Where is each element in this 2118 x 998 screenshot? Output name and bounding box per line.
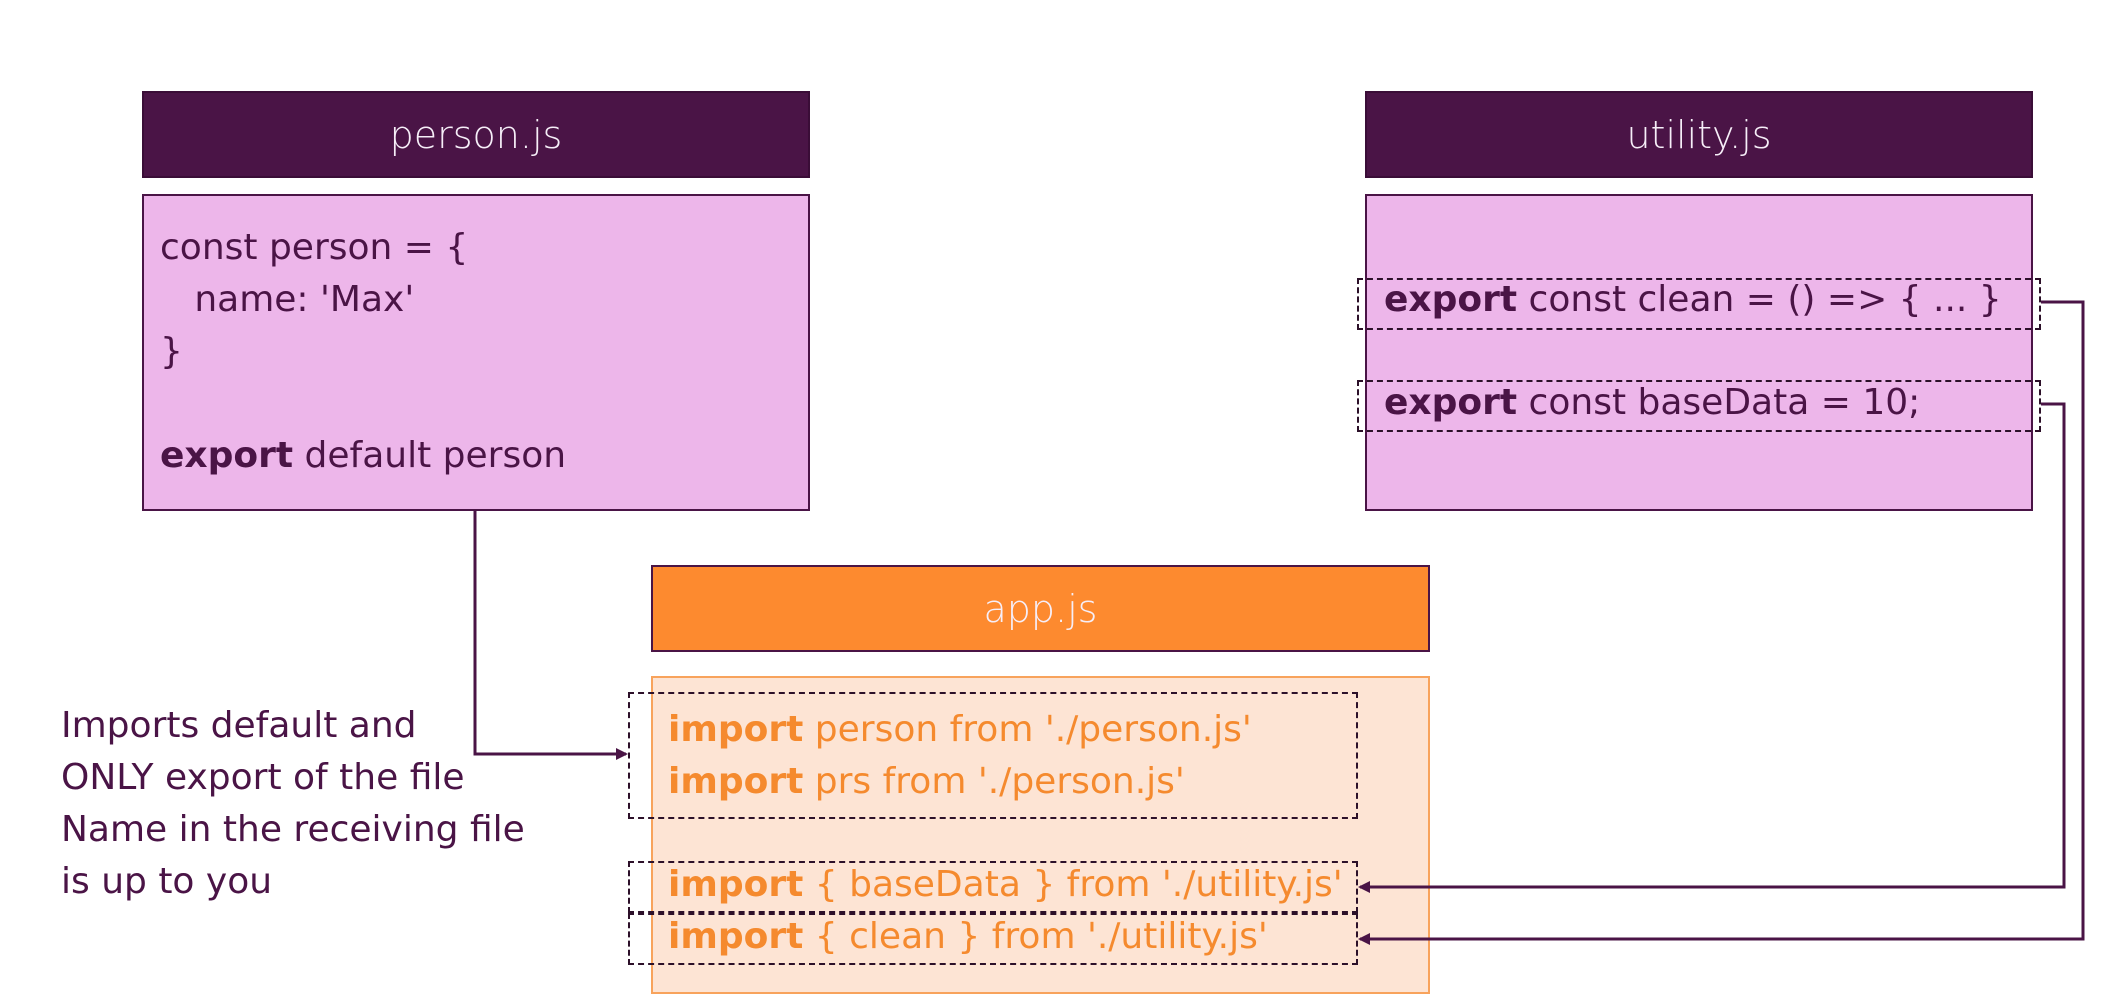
app-file-body <box>651 676 1430 994</box>
import-rest: { baseData } from './utility.js' <box>803 864 1343 905</box>
person-file-header: person.js <box>142 91 810 178</box>
import-rest: prs from './person.js' <box>803 761 1185 802</box>
caption-line-2: ONLY export of the file <box>61 757 465 798</box>
import-keyword: import <box>668 916 804 957</box>
clean-to-app-arrow <box>1358 300 2085 945</box>
clean-export-highlight <box>1357 278 2041 330</box>
import-line-2: import prs from './person.js' <box>668 756 1185 808</box>
caption-line-4: is up to you <box>61 861 273 902</box>
utility-file-body <box>1365 194 2033 511</box>
default-imports-highlight <box>628 692 1358 819</box>
clean-export-line: export const clean = () => { ... } <box>1384 274 2002 326</box>
utility-file-title: utility.js <box>1626 112 1772 157</box>
basedata-import-highlight <box>628 861 1358 913</box>
caption-line-1: Imports default and <box>61 705 417 746</box>
import-line-3: import { baseData } from './utility.js' <box>668 859 1343 911</box>
utility-file-header: utility.js <box>1365 91 2033 178</box>
import-line-4: import { clean } from './utility.js' <box>668 911 1268 963</box>
person-file-title: person.js <box>389 112 563 157</box>
basedata-export-line: export const baseData = 10; <box>1384 377 1920 429</box>
import-rest: person from './person.js' <box>803 709 1252 750</box>
import-line-1: import person from './person.js' <box>668 704 1252 756</box>
export-rest: default person <box>293 435 567 476</box>
person-file-body <box>142 194 810 511</box>
person-code-line-2: name: 'Max' <box>160 279 415 320</box>
export-keyword: export <box>1384 279 1518 320</box>
export-keyword: export <box>160 435 294 476</box>
person-code-line-1: const person = { <box>160 227 469 268</box>
person-code-line-3: } <box>160 331 183 372</box>
app-file-title: app.js <box>983 586 1098 631</box>
export-rest: const clean = () => { ... } <box>1517 279 2002 320</box>
app-file-header: app.js <box>651 565 1430 652</box>
export-rest: const baseData = 10; <box>1517 382 1921 423</box>
export-keyword: export <box>1384 382 1518 423</box>
caption-line-3: Name in the receiving file <box>61 809 525 850</box>
clean-import-highlight <box>628 913 1358 965</box>
basedata-to-app-arrow <box>1358 402 2066 893</box>
default-import-caption: Imports default and ONLY export of the f… <box>61 700 525 908</box>
import-keyword: import <box>668 864 804 905</box>
import-rest: { clean } from './utility.js' <box>803 916 1268 957</box>
import-keyword: import <box>668 709 804 750</box>
person-export-line: export default person <box>160 430 566 482</box>
basedata-export-highlight <box>1357 380 2041 432</box>
person-to-app-arrow <box>473 511 628 760</box>
import-keyword: import <box>668 761 804 802</box>
